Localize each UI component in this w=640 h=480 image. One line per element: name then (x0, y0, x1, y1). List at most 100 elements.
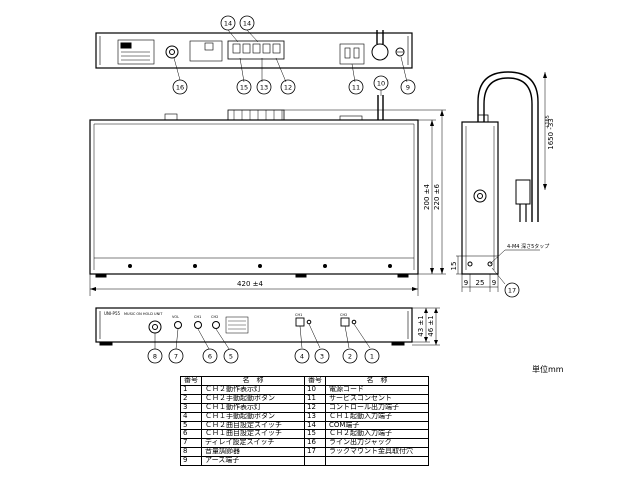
parts-table-header: 番号 名 称 番号 名 称 (180, 376, 429, 386)
svg-text:15: 15 (240, 84, 248, 92)
row-num: 4 (180, 411, 202, 422)
svg-text:12: 12 (284, 84, 292, 92)
dim-width: 420 ±4 (237, 280, 263, 288)
callout-4 (294, 348, 310, 364)
row-name: 電源コード (325, 384, 429, 395)
callout-9 (400, 79, 416, 95)
top-view (89, 90, 446, 296)
dim-depth-200: 200 ±4 (423, 184, 431, 210)
callout-17 (504, 282, 520, 298)
svg-text:9: 9 (406, 84, 410, 92)
callout-11 (348, 79, 364, 95)
svg-text:5: 5 (229, 353, 233, 361)
row-name: アース端子 (201, 456, 305, 467)
dim-depth-220: 220 ±6 (433, 184, 441, 210)
front-model-label: UNI-P55 (104, 311, 121, 316)
row-num: 13 (304, 411, 326, 422)
table-row: 9 アース端子 (180, 456, 429, 467)
unit-label: 単位mm (532, 365, 564, 374)
front-view (95, 307, 440, 350)
table-row: 4 ＣＨ１手動起動ボタン 13 ＣＨ１起動入力端子 (180, 411, 429, 422)
ch2-manual-button (340, 317, 350, 327)
line-out-jack (165, 45, 179, 59)
ch2-indicator (351, 319, 357, 325)
front-ch2-label: CH2 (340, 313, 347, 317)
svg-text:3: 3 (320, 353, 324, 361)
front-sub-label: MUSIC ON HOLD UNIT (124, 312, 163, 316)
front-ch1-label: CH1 (295, 313, 302, 317)
rear-panel-view (95, 29, 413, 83)
row-num: 12 (304, 402, 326, 413)
callout-5 (223, 348, 239, 364)
table-row: 3 ＣＨ１動作表示灯 12 コントロール出力端子 (180, 402, 429, 413)
svg-text:4: 4 (300, 353, 304, 361)
svg-text:6: 6 (208, 353, 212, 361)
row-name: ＣＨ１手動起動ボタン (201, 411, 305, 422)
front-sw-ch2-label: CH2 (211, 315, 218, 319)
rack-mount-hole (467, 261, 473, 267)
table-row: 2 ＣＨ２手動起動ボタン 11 サービスコンセント (180, 393, 429, 404)
callout-7 (168, 348, 184, 364)
front-sw-ch1-label: CH1 (194, 315, 201, 319)
table-row: 1 ＣＨ２動作表示灯 10 電源コード (180, 384, 429, 395)
svg-text:14: 14 (224, 20, 232, 28)
svg-text:14: 14 (243, 20, 251, 28)
callout-14a (220, 15, 236, 31)
front-vol-label: VOL (172, 315, 179, 319)
ch1-manual-button (295, 317, 305, 327)
row-name: ＣＨ１起動入力端子 (325, 411, 429, 422)
callout-10 (373, 75, 389, 91)
delay-switch (174, 321, 182, 329)
ch1-indicator (306, 319, 312, 325)
volume-knob (148, 320, 162, 334)
ch2-select-switch (212, 321, 220, 329)
row-name: ＣＨ２動作表示灯 (201, 384, 305, 395)
dim-side-9a: 9 (464, 279, 468, 287)
callout-8 (147, 348, 163, 364)
side-view (456, 71, 547, 292)
row-num: 10 (304, 384, 326, 395)
svg-text:2: 2 (348, 353, 352, 361)
row-num: 11 (304, 393, 326, 404)
power-plug (515, 179, 531, 205)
power-cord-exit (371, 43, 389, 61)
callout-3 (314, 348, 330, 364)
dim-side-15: 15 (450, 262, 458, 271)
parts-table: 番号 名 称 番号 名 称 1 ＣＨ２動作表示灯 10 電源コード 2 ＣＨ２手… (180, 376, 429, 467)
dim-cord-tol: +165 (545, 115, 551, 129)
row-name: コントロール出力端子 (325, 402, 429, 413)
svg-text:10: 10 (377, 80, 385, 88)
dim-side-9b: 9 (492, 279, 496, 287)
dim-height-46: 46 ±1 (427, 315, 435, 336)
row-name (325, 456, 429, 467)
row-num: 3 (180, 402, 202, 413)
row-name: ＣＨ２手動起動ボタン (201, 393, 305, 404)
dim-side-25: 25 (476, 279, 485, 287)
tap-note: 4-M4 深さ5タップ (507, 243, 549, 250)
callout-circles (147, 15, 520, 364)
svg-text:11: 11 (352, 84, 360, 92)
svg-text:7: 7 (174, 353, 178, 361)
earth-terminal (395, 47, 405, 57)
dim-height-43: 43 ±1 (417, 315, 425, 336)
row-name: ラックマウント金具取付穴 (325, 447, 429, 458)
row-name: サービスコンセント (325, 393, 429, 404)
callout-16 (172, 79, 188, 95)
row-num: 1 (180, 384, 202, 395)
svg-text:1: 1 (370, 353, 374, 361)
ch1-select-switch (194, 321, 202, 329)
callout-6 (202, 348, 218, 364)
callout-14b (239, 15, 255, 31)
row-num: 2 (180, 393, 202, 404)
row-num (304, 456, 326, 467)
dim-cord-length: 1650 -33 (547, 118, 555, 149)
row-num: 17 (304, 447, 326, 458)
row-num: 9 (180, 456, 202, 467)
terminal-block-rear (227, 40, 285, 60)
svg-text:8: 8 (153, 353, 157, 361)
callout-12 (280, 79, 296, 95)
callout-13 (256, 79, 272, 95)
svg-text:16: 16 (176, 84, 184, 92)
callout-2 (342, 348, 358, 364)
